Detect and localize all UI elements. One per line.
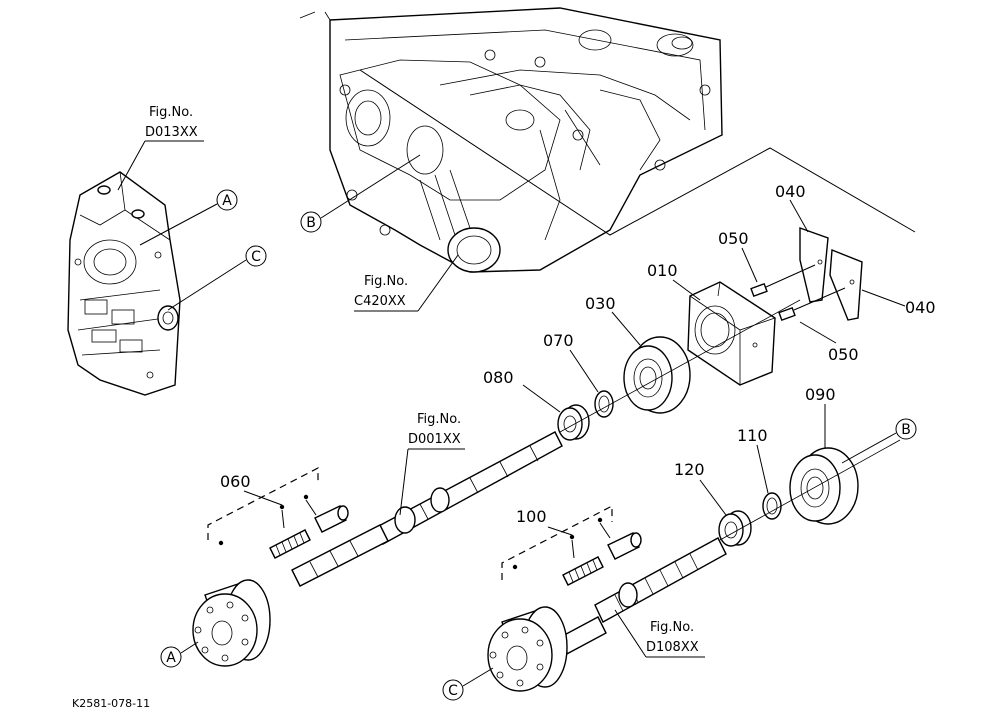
fig-ref-d013-line2: D013XX [145, 125, 198, 140]
part-number-040-upper: 040 [775, 182, 806, 201]
cylinder-block-c [487, 606, 568, 692]
fig-ref-d108-line2: D108XX [646, 640, 699, 655]
part-030-bearing [623, 336, 691, 414]
fig-ref-d108: Fig.No. D108XX [614, 609, 705, 658]
marker-a-bottom: A [160, 641, 199, 668]
part-number-050-upper: 050 [718, 229, 749, 248]
marker-c-bottom: C [442, 667, 494, 701]
svg-text:A: A [222, 193, 232, 209]
main-shaft-lower [291, 524, 389, 587]
fig-ref-d001: Fig.No. D001XX [399, 412, 465, 516]
marker-a-top: A [139, 189, 238, 246]
fig-ref-d013: Fig.No. D013XX [117, 105, 204, 191]
part-number-050-lower: 050 [828, 345, 859, 364]
svg-text:C: C [448, 683, 458, 699]
part-050-lower [778, 287, 846, 322]
svg-text:B: B [306, 215, 316, 231]
cylinder-block-a [192, 579, 271, 667]
fig-ref-d001-line2: D001XX [408, 432, 461, 447]
part-number-090: 090 [805, 385, 836, 404]
part-number-070: 070 [543, 331, 574, 350]
drawing-code: K2581-078-11 [72, 697, 150, 710]
part-080-gear [557, 404, 590, 441]
shaft-lower-assembly [554, 537, 727, 657]
svg-text:B: B [901, 422, 911, 438]
part-number-100: 100 [516, 507, 547, 526]
fig-ref-c420: Fig.No. C420XX [354, 254, 459, 312]
part-number-120: 120 [674, 460, 705, 479]
fig-ref-c420-line1: Fig.No. [364, 274, 408, 289]
part-number-030: 030 [585, 294, 616, 313]
part-number-060: 060 [220, 472, 251, 491]
marker-b-right: B [841, 418, 917, 464]
part-090-bearing [789, 447, 859, 525]
svg-text:C: C [251, 249, 261, 265]
part-number-110: 110 [737, 426, 768, 445]
fig-ref-d108-line1: Fig.No. [650, 620, 694, 635]
part-010-holder [687, 281, 776, 386]
part-number-080: 080 [483, 368, 514, 387]
part-number-010: 010 [647, 261, 678, 280]
group-100 [501, 505, 642, 586]
part-050-upper [750, 264, 816, 298]
part-number-040-lower: 040 [905, 298, 936, 317]
marker-b-top: B [300, 154, 421, 233]
marker-c-top: C [167, 245, 267, 311]
part-120-gear [718, 510, 752, 547]
part-110-snap-ring [762, 492, 782, 520]
svg-text:A: A [166, 650, 176, 666]
group-060 [207, 467, 349, 559]
valve-body [67, 171, 181, 396]
transmission-case [299, 7, 723, 273]
fig-ref-d001-line1: Fig.No. [417, 412, 461, 427]
fig-ref-c420-line2: C420XX [354, 294, 406, 309]
fig-ref-d013-line1: Fig.No. [149, 105, 193, 120]
part-040-lower [829, 248, 863, 321]
